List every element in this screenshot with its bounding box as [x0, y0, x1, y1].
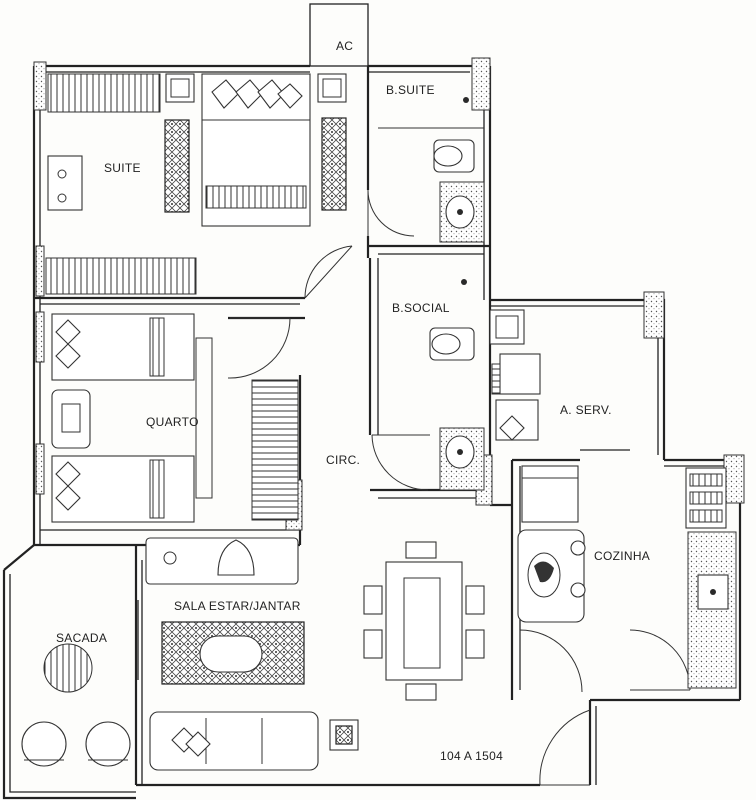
a-serv-fixtures: [489, 309, 630, 451]
ac-label: AC: [336, 39, 353, 53]
sala-furniture: [137, 537, 485, 771]
sala-label: SALA ESTAR/JANTAR: [174, 599, 301, 613]
room-labels: B.SUITE SUITE B.SOCIAL QUARTO A. SERV. C…: [56, 83, 650, 763]
b-social-fixtures: [429, 279, 485, 491]
kitchen-fixtures: [517, 465, 737, 689]
b-suite-label: B.SUITE: [386, 83, 435, 97]
sacada-label: SACADA: [56, 631, 107, 645]
quarto-furniture: [51, 313, 299, 523]
suite-furniture: [45, 73, 347, 295]
exterior-walls: [2, 64, 742, 800]
b-suite-fixtures: [378, 97, 485, 243]
cozinha-label: COZINHA: [594, 549, 650, 563]
ac-unit: AC: [309, 3, 369, 67]
a-serv-label: A. SERV.: [560, 403, 612, 417]
circ-label: CIRC.: [326, 453, 360, 467]
sacada-furniture: [21, 643, 131, 767]
quarto-label: QUARTO: [146, 415, 199, 429]
b-social-label: B.SOCIAL: [392, 301, 450, 315]
unit-number-label: 104 A 1504: [440, 749, 503, 763]
doors: [227, 189, 691, 786]
suite-label: SUITE: [104, 161, 141, 175]
